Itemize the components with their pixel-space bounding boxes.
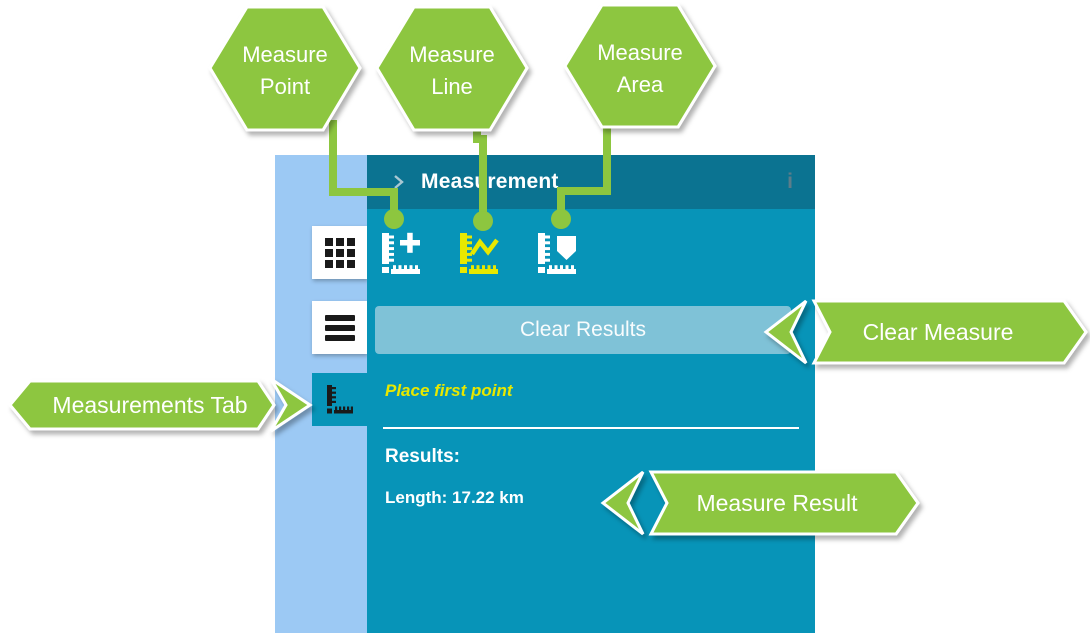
clear-results-button[interactable]: Clear Results <box>375 306 791 354</box>
callout-hexagon-measure-point: Measure Point <box>208 5 362 132</box>
hint-text: Place first point <box>385 381 513 400</box>
sidebar-tab-grid[interactable] <box>312 226 367 279</box>
chevron-right-icon[interactable] <box>391 173 405 191</box>
sidebar-tab-measurements[interactable] <box>312 373 367 426</box>
callout-ribbon-measurements-tab: Measurements Tab <box>8 377 313 433</box>
svg-text:Measure: Measure <box>242 42 328 67</box>
measure-line-button[interactable] <box>456 231 502 277</box>
ruler-zigzag-icon <box>460 233 499 274</box>
ruler-plus-icon <box>382 232 420 274</box>
list-icon <box>324 314 355 341</box>
svg-text:Measure: Measure <box>409 42 495 67</box>
panel-title: Measurement <box>421 170 559 193</box>
svg-text:Measure: Measure <box>597 40 683 65</box>
ruler-icon <box>326 384 353 413</box>
svg-text:Area: Area <box>617 72 664 97</box>
result-length-value: Length: 17.22 km <box>385 488 524 507</box>
results-heading: Results: <box>385 446 460 467</box>
svg-text:Measurements Tab: Measurements Tab <box>52 392 247 418</box>
measure-area-button[interactable] <box>534 231 580 277</box>
measure-point-button[interactable] <box>378 231 424 277</box>
panel-header: Measurement i <box>367 155 815 209</box>
callout-hexagon-measure-line: Measure Line <box>375 5 529 132</box>
measurement-panel: Measurement i <box>367 155 815 633</box>
sidebar-tab-list[interactable] <box>312 301 367 354</box>
divider <box>383 427 799 429</box>
callout-hexagon-measure-area: Measure Area <box>563 3 717 129</box>
svg-text:Point: Point <box>260 74 310 99</box>
svg-text:Clear Measure: Clear Measure <box>863 319 1014 345</box>
info-icon[interactable]: i <box>787 170 793 193</box>
ruler-polygon-icon <box>538 233 576 274</box>
grid-icon <box>324 237 355 268</box>
svg-text:Line: Line <box>431 74 473 99</box>
